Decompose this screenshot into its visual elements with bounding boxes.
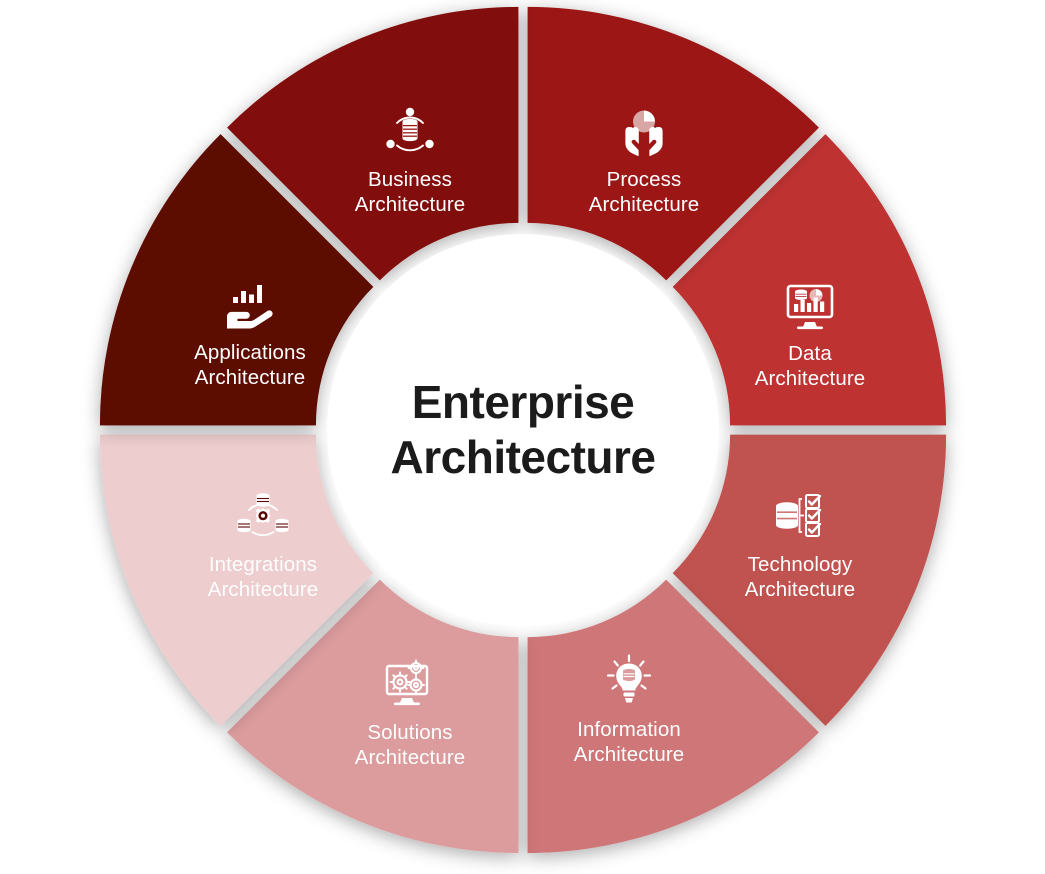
segment-information[interactable]: Information Architecture <box>529 653 729 767</box>
wheel-segment-applications[interactable] <box>227 6 519 281</box>
segment-technology[interactable]: Technology Architecture <box>700 488 900 602</box>
segment-process[interactable]: Process Architecture <box>544 103 744 217</box>
wheel-segment-solutions[interactable] <box>99 434 374 726</box>
hands-pie-chart-icon <box>616 103 672 159</box>
hand-bar-chart-icon <box>222 276 278 332</box>
wheel-segment-process[interactable] <box>672 134 947 426</box>
page-title: Enterprise Architecture <box>390 376 656 483</box>
center-hub[interactable]: Enterprise Architecture <box>327 234 719 626</box>
gear-databases-icon <box>235 488 291 544</box>
segment-applications-label: Applications Architecture <box>194 341 306 389</box>
lightbulb-database-icon <box>601 653 657 709</box>
wheel-segment-information[interactable] <box>227 579 519 854</box>
segment-integrations[interactable]: Integrations Architecture <box>163 488 363 602</box>
monitor-gears-icon <box>382 656 438 712</box>
segment-data[interactable]: Data Architecture <box>710 277 910 391</box>
segment-process-label: Process Architecture <box>588 168 700 216</box>
monitor-analytics-icon <box>782 277 838 333</box>
segment-applications[interactable]: Applications Architecture <box>150 276 350 390</box>
wheel-segment-data[interactable] <box>672 434 947 726</box>
wheel-segments <box>99 6 947 854</box>
segment-business[interactable]: Business Architecture <box>310 103 510 217</box>
wheel-segment-technology[interactable] <box>527 579 819 854</box>
segment-solutions[interactable]: Solutions Architecture <box>310 656 510 770</box>
segment-technology-label: Technology Architecture <box>744 553 856 601</box>
segment-solutions-label: Solutions Architecture <box>354 721 466 769</box>
segment-integrations-label: Integrations Architecture <box>207 553 319 601</box>
segment-business-label: Business Architecture <box>354 168 466 216</box>
segment-information-label: Information Architecture <box>573 718 685 766</box>
segment-data-label: Data Architecture <box>754 342 866 390</box>
node-network-database-icon <box>382 103 438 159</box>
wheel-segment-integrations[interactable] <box>99 134 374 426</box>
database-checklist-icon <box>772 488 828 544</box>
wheel-segment-business[interactable] <box>527 6 819 281</box>
